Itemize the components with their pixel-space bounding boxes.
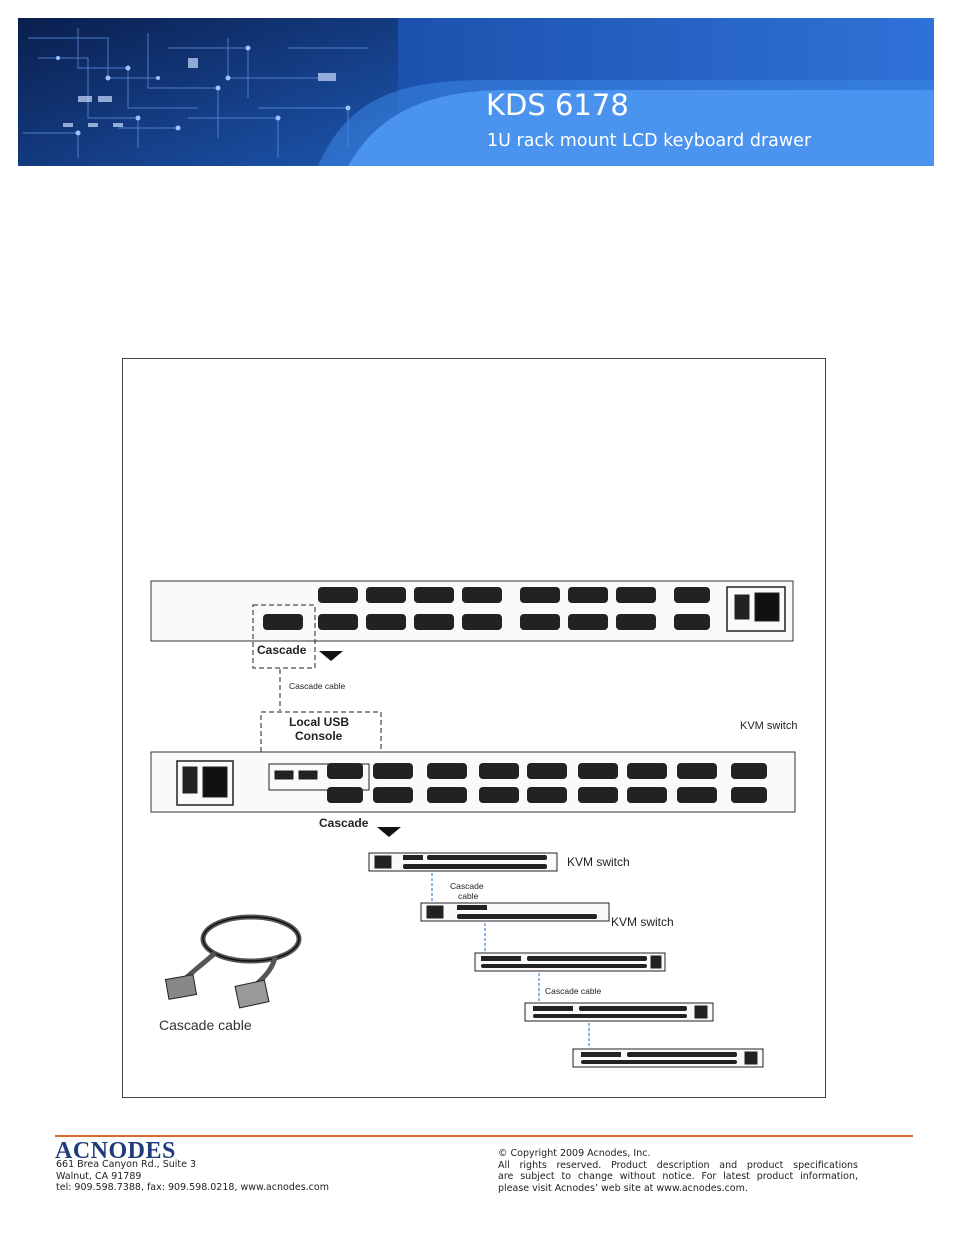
footer-address: 661 Brea Canyon Rd., Suite 3 Walnut, CA …	[56, 1159, 329, 1194]
cascaded-switch-4	[524, 1002, 714, 1022]
label-cascade-mid: Cascade	[319, 816, 369, 830]
label-cascade-cable-top: Cascade cable	[289, 681, 346, 691]
page-title: KDS 6178	[486, 88, 629, 122]
cascaded-switch-5	[572, 1048, 764, 1068]
label-cascade-cable-photo: Cascade cable	[159, 1017, 252, 1033]
address-line-1: 661 Brea Canyon Rd., Suite 3	[56, 1159, 197, 1170]
label-cascade-cable-2b: cable	[458, 891, 479, 901]
copyright-line-4: please visit Acnodes’ web site at www.ac…	[498, 1182, 748, 1194]
copyright-line-3: are subject to change without notice. Fo…	[498, 1171, 858, 1182]
copyright-line-1: © Copyright 2009 Acnodes, Inc.	[498, 1148, 651, 1159]
label-cascade-cable-3: Cascade cable	[545, 986, 602, 996]
top-kvm-chassis	[150, 580, 794, 669]
label-cascade-top: Cascade	[257, 643, 307, 657]
label-kvm-switch-3: KVM switch	[611, 915, 674, 929]
address-line-3: tel: 909.598.7388, fax: 909.598.0218, ww…	[56, 1182, 329, 1193]
cascaded-switch-3	[474, 952, 666, 972]
copyright-line-2: All rights reserved. Product description…	[498, 1159, 858, 1171]
acnodes-logo: ACNODES	[55, 1138, 176, 1164]
header-banner	[18, 18, 934, 166]
footer-divider	[55, 1135, 913, 1137]
label-local-usb: Local USB	[289, 715, 350, 729]
cascade-diagram-figure: Cascade Cascade cable Local USB Console …	[122, 358, 826, 1098]
footer-copyright: © Copyright 2009 Acnodes, Inc. All right…	[498, 1148, 858, 1194]
page-subtitle: 1U rack mount LCD keyboard drawer	[487, 131, 812, 151]
label-cascade-cable-2a: Cascade	[450, 881, 484, 891]
label-console: Console	[295, 729, 343, 743]
address-line-2: Walnut, CA 91789	[56, 1170, 142, 1182]
cascade-diagram-graphic	[150, 580, 796, 1068]
cascaded-switch-1	[368, 852, 558, 872]
label-kvm-switch-2: KVM switch	[567, 855, 630, 869]
main-kvm-chassis	[150, 751, 796, 813]
label-kvm-switch-main: KVM switch	[740, 720, 798, 732]
circuit-board-banner-graphic	[18, 18, 934, 166]
cascaded-switch-2	[420, 902, 610, 922]
cascade-cable-photo	[164, 914, 302, 1009]
